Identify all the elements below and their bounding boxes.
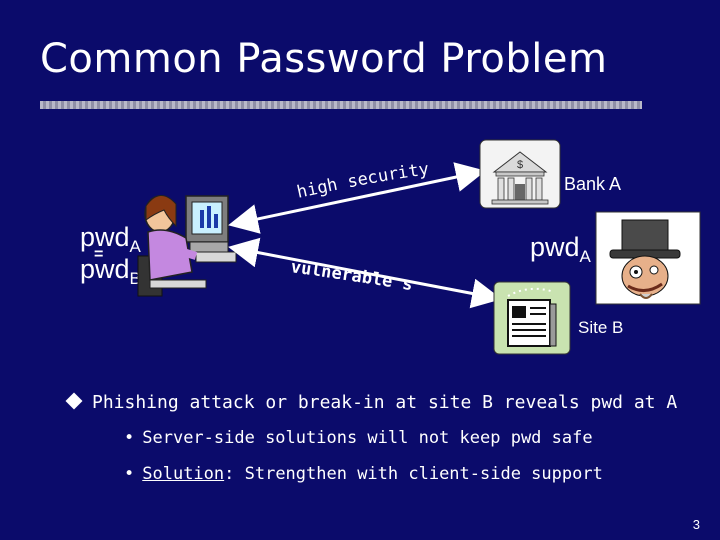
bank-label: Bank A <box>564 174 622 194</box>
diamond-bullet-icon <box>65 392 83 410</box>
bank-icon: $ <box>479 139 561 209</box>
site-b-icon <box>493 281 571 355</box>
user-computer-icon <box>137 195 237 297</box>
slide-title: Common Password Problem <box>40 36 608 82</box>
page-number: 3 <box>692 517 700 532</box>
bullet-main-text: Phishing attack or break-in at site B re… <box>92 392 678 413</box>
dot-bullet-icon: • <box>124 428 135 448</box>
high-security-label: high security site <box>0 0 430 203</box>
site-b-label: Site B <box>578 318 624 337</box>
bullet-sub-2: • Solution: Strengthen with client-side s… <box>124 464 603 484</box>
user-pwd-a: pwdA <box>80 222 141 256</box>
attacker-icon <box>595 211 701 305</box>
title-divider <box>40 101 642 109</box>
attacker-pwd-a: pwdA <box>530 232 591 266</box>
user-pwd-b: pwdB <box>80 254 141 288</box>
bullet-sub-1-text: Server-side solutions will not keep pwd … <box>142 428 593 448</box>
solution-label: Solution <box>142 464 225 484</box>
bullet-sub-2-text: : Strengthen with client-side support <box>224 464 603 484</box>
bank-sign: $ <box>517 159 523 171</box>
bullet-main: Phishing attack or break-in at site B re… <box>65 392 678 413</box>
dot-bullet-icon: • <box>124 464 135 484</box>
equals-sign: = <box>94 246 104 263</box>
arrow-to-site-b <box>228 237 502 309</box>
bullet-sub-1: • Server-side solutions will not keep pwd… <box>124 428 593 448</box>
arrow-to-bank <box>228 162 486 234</box>
